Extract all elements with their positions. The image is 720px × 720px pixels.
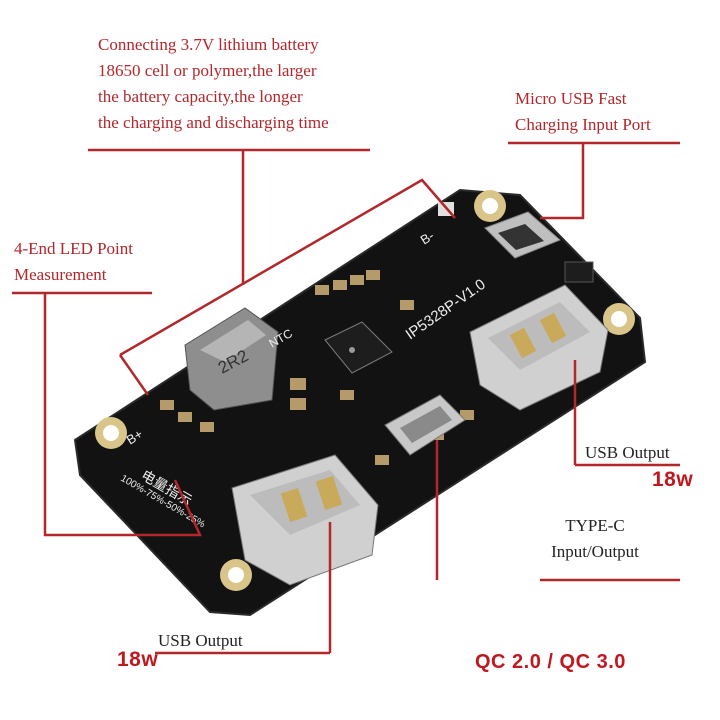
type-c-port: [384, 394, 466, 456]
qc-protocol-label: QC 2.0 / QC 3.0: [475, 651, 626, 673]
battery-annotation: Connecting 3.7V lithium battery 18650 ce…: [98, 35, 329, 132]
usb-output-left-power: 18w: [117, 648, 159, 671]
usb-output-right-annotation: USB Output: [585, 443, 670, 462]
type-c-annotation: TYPE-C Input/Output: [551, 516, 639, 561]
micro-usb-port: [484, 211, 561, 259]
usb-a-port-left: [231, 454, 379, 586]
mounting-hole-icons: [95, 190, 635, 591]
usb-output-right-power: 18w: [652, 468, 694, 491]
ic-chip: [324, 321, 393, 374]
b-plus-marking: B+: [124, 426, 146, 447]
pcb-board: [73, 188, 647, 617]
annotation-leader-lines: [12, 141, 680, 655]
usb-output-left-annotation: USB Output: [158, 631, 243, 650]
switch-component: [564, 261, 594, 283]
inductor: 2R2: [184, 307, 279, 411]
micro-usb-annotation: Micro USB Fast Charging Input Port: [515, 89, 651, 134]
led-annotation: 4-End LED Point Measurement: [14, 239, 133, 284]
usb-a-port-right: [469, 284, 609, 411]
